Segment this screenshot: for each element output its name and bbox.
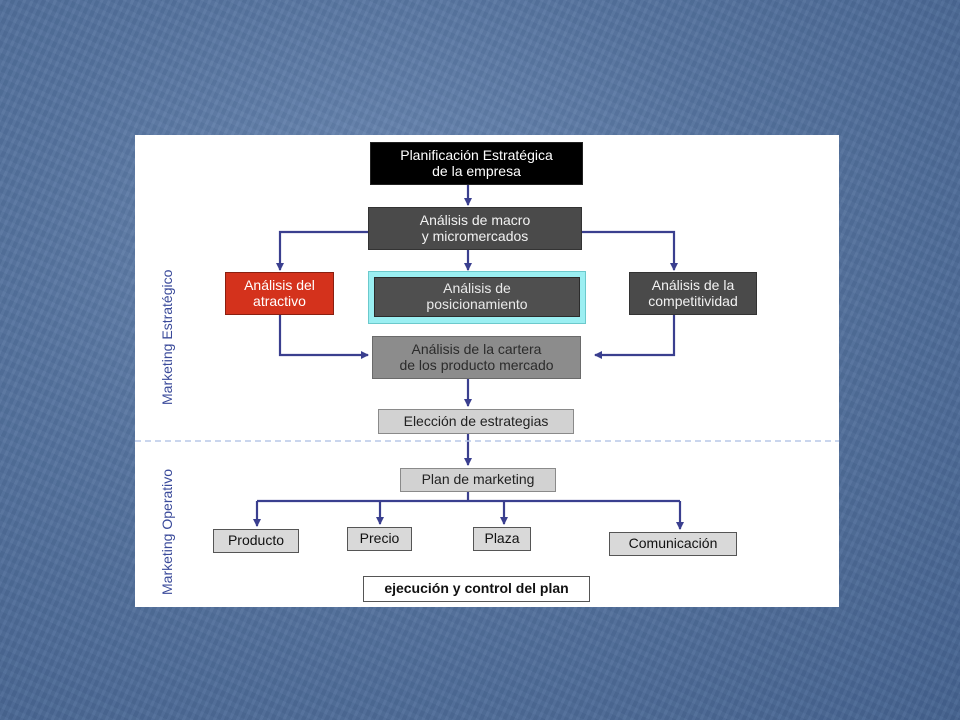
node-comunicacion: Comunicación: [609, 532, 737, 556]
node-producto: Producto: [213, 529, 299, 553]
node-precio: Precio: [347, 527, 412, 551]
arrow-macro-to-atractivo: [276, 230, 368, 271]
arrow-atractivo-to-cartera: [278, 315, 369, 359]
diagram-panel: Marketing Estratégico Marketing Operativ…: [135, 135, 839, 607]
arrow-macro-to-competitividad: [582, 230, 678, 271]
node-plan-marketing: Plan de marketing: [400, 468, 556, 492]
section-label-estrategico: Marketing Estratégico: [159, 269, 175, 405]
node-analisis-competitividad: Análisis de la competitividad: [629, 272, 757, 315]
node-analisis-posicionamiento: Análisis de posicionamiento: [374, 277, 580, 317]
node-planificacion: Planificación Estratégica de la empresa: [370, 142, 583, 185]
arrow-competitividad-to-cartera: [594, 315, 676, 359]
node-analisis-macro: Análisis de macro y micromercados: [368, 207, 582, 250]
node-analisis-cartera: Análisis de la cartera de los producto m…: [372, 336, 581, 379]
node-analisis-atractivo: Análisis del atractivo: [225, 272, 334, 315]
node-eleccion-estrategias: Elección de estrategias: [378, 409, 574, 434]
node-ejecucion-control: ejecución y control del plan: [363, 576, 590, 602]
section-label-operativo: Marketing Operativo: [159, 468, 175, 595]
node-plaza: Plaza: [473, 527, 531, 551]
connector-lines: [135, 185, 839, 530]
